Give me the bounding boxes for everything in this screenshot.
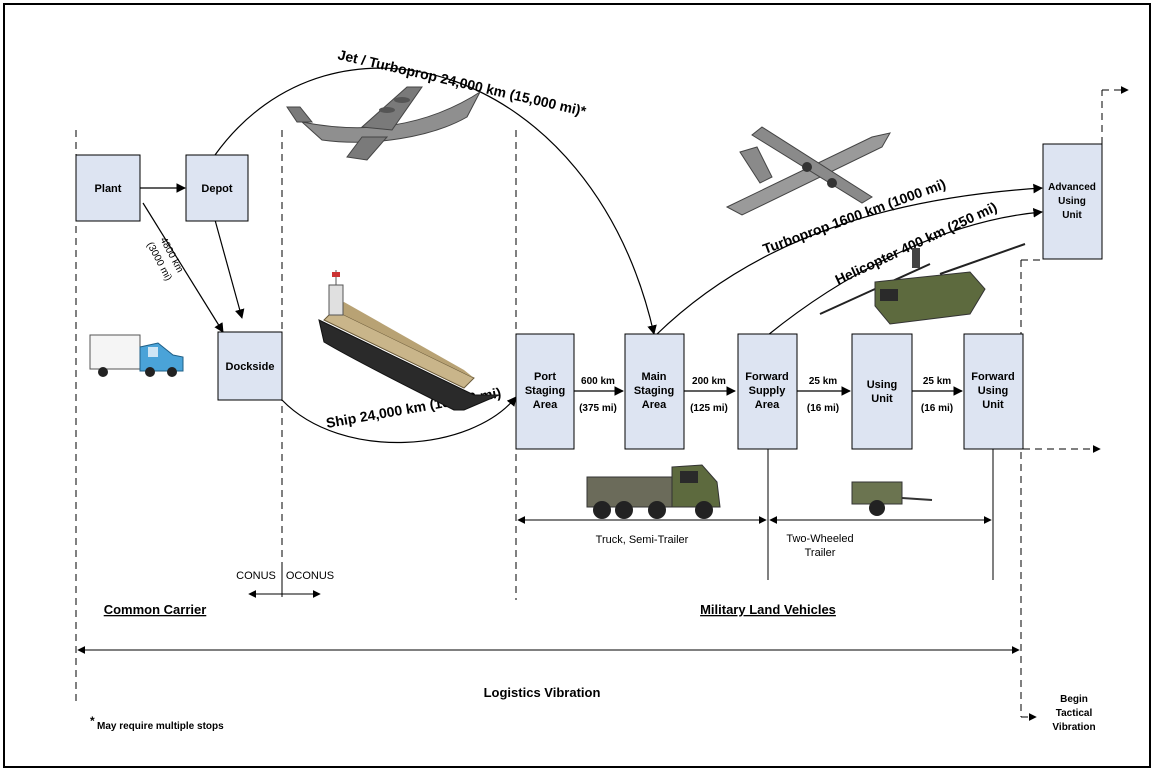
tactical-label-2: Tactical (1056, 708, 1093, 719)
common-carrier-label: Common Carrier (104, 602, 207, 617)
node-forward-supply: Forward Supply Area (737, 333, 798, 450)
svg-text:Using: Using (978, 385, 1009, 397)
plant-dockside-distance: 4800 km (3000 mi) (144, 236, 185, 283)
svg-text:Staging: Staging (525, 385, 565, 397)
node-using-unit: Using Unit (851, 333, 913, 450)
node-advanced-using: Advanced Using Unit (1042, 143, 1103, 260)
svg-text:Plant: Plant (95, 183, 122, 195)
svg-text:Unit: Unit (982, 399, 1004, 411)
oconus-label: OCONUS (286, 570, 334, 582)
footnote: * May require multiple stops (90, 714, 224, 732)
depot-dockside-arrow (214, 219, 245, 319)
turboprop-route-arc (655, 183, 1043, 336)
military-truck-icon (586, 464, 721, 519)
svg-text:Depot: Depot (201, 183, 233, 195)
svg-text:Forward: Forward (745, 371, 788, 383)
military-land-label: Military Land Vehicles (700, 602, 836, 617)
conus-label: CONUS (236, 570, 276, 582)
node-plant: Plant (75, 154, 141, 222)
truck-span-label: Truck, Semi-Trailer (596, 534, 689, 546)
plant-dockside-arrow (142, 202, 224, 333)
svg-text:Using: Using (867, 379, 898, 391)
tactical-label-3: Vibration (1052, 722, 1095, 733)
node-dockside: Dockside (217, 331, 283, 401)
helicopter-icon (819, 243, 1026, 325)
svg-text:Port: Port (534, 371, 556, 383)
diagram-frame: CONUS OCONUS Plant Depot Dockside Port S… (3, 3, 1151, 768)
svg-text:May require multiple stops: May require multiple stops (97, 721, 224, 732)
svg-text:Supply: Supply (749, 385, 787, 397)
logistics-label: Logistics Vibration (484, 685, 601, 700)
svg-text:Using: Using (1058, 196, 1086, 207)
semi-truck-icon (89, 334, 184, 377)
node-main-staging: Main Staging Area (624, 333, 685, 450)
leg4-mi: (16 mi) (921, 403, 953, 414)
svg-text:*: * (90, 714, 95, 728)
leg3-km: 25 km (809, 376, 837, 387)
two-wheeled-trailer-icon (851, 481, 933, 516)
leg2-km: 200 km (692, 376, 726, 387)
leg4-km: 25 km (923, 376, 951, 387)
ship-route-label: Ship 24,000 km (15,000 mi) (325, 384, 503, 431)
cargo-ship-icon (318, 270, 500, 411)
tactical-label-1: Begin (1060, 694, 1088, 705)
ship-route-arc (281, 396, 517, 444)
svg-text:Area: Area (642, 399, 667, 411)
svg-text:Area: Area (755, 399, 780, 411)
leg1-mi: (375 mi) (579, 403, 617, 414)
svg-text:Advanced: Advanced (1048, 182, 1096, 193)
node-forward-using: Forward Using Unit (963, 333, 1024, 450)
jet-route-arc (214, 67, 657, 335)
cargo-jet-icon (286, 86, 482, 161)
turboprop-aircraft-icon (725, 126, 891, 216)
svg-text:Unit: Unit (871, 393, 893, 405)
leg2-mi: (125 mi) (690, 403, 728, 414)
node-depot: Depot (185, 154, 249, 222)
leg3-mi: (16 mi) (807, 403, 839, 414)
svg-text:Main: Main (641, 371, 666, 383)
trailer-span-label-1: Two-Wheeled (786, 533, 853, 545)
leg1-km: 600 km (581, 376, 615, 387)
trailer-span-label-2: Trailer (805, 547, 836, 559)
logistics-diagram: CONUS OCONUS Plant Depot Dockside Port S… (75, 46, 1129, 733)
svg-text:Forward: Forward (971, 371, 1014, 383)
svg-text:Dockside: Dockside (226, 361, 275, 373)
svg-text:Staging: Staging (634, 385, 674, 397)
svg-text:Area: Area (533, 399, 558, 411)
helicopter-route-arc (767, 207, 1043, 336)
node-port-staging: Port Staging Area (515, 333, 575, 450)
svg-text:Unit: Unit (1062, 210, 1082, 221)
